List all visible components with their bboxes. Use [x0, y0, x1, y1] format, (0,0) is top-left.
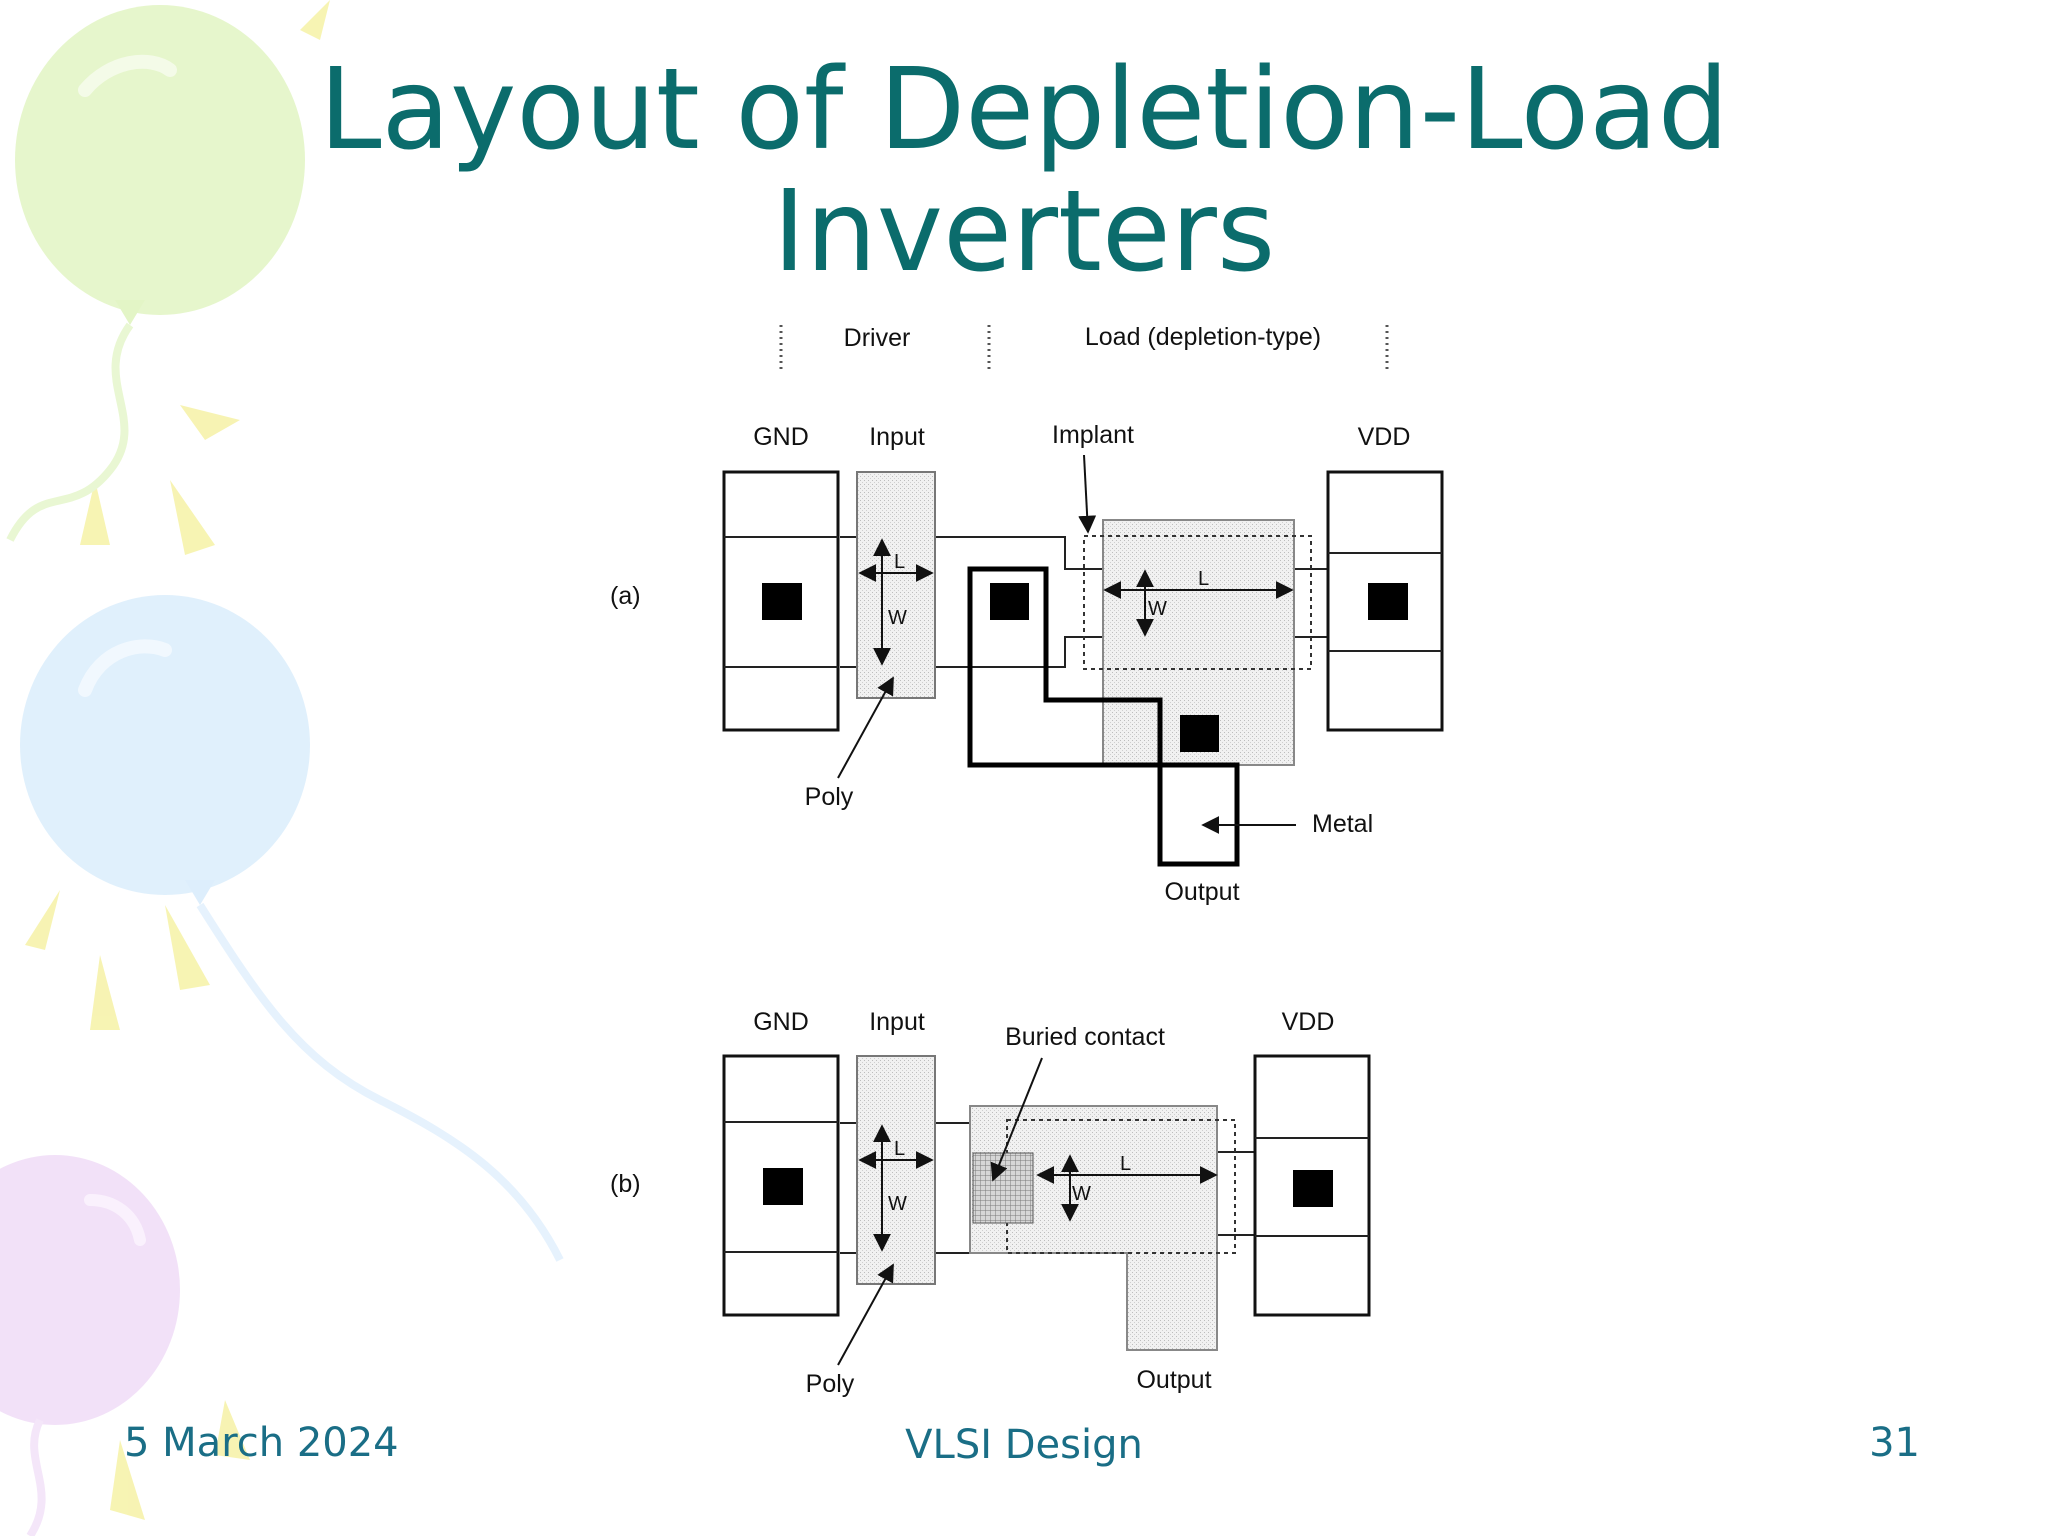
load-label: Load (depletion-type) [1085, 323, 1321, 351]
driver-label: Driver [844, 324, 911, 352]
green-balloon-decoration [6, 5, 305, 542]
panel-a-implant-label: Implant [1052, 421, 1134, 449]
panel-a-load-contact [1180, 715, 1219, 752]
panel-b-poly-label: Poly [806, 1370, 855, 1398]
panel-a-vdd-pad [1326, 470, 1444, 732]
panel-b-driver-w: W [888, 1193, 907, 1215]
panel-a-input-label: Input [869, 423, 925, 451]
panel-a-load-l: L [1198, 568, 1209, 590]
panel-b-buried-contact-arrow [990, 1057, 1043, 1182]
slide-title-line-2: Inverters [772, 167, 1276, 297]
panel-a-metal-output [967, 566, 1240, 867]
blue-balloon-decoration [20, 595, 564, 1262]
panel-a-implant-region [1083, 535, 1312, 670]
panel-a-poly-label: Poly [805, 783, 854, 811]
panel-b-driver-l: L [894, 1138, 905, 1160]
panel-a-vdd-contact [1368, 583, 1408, 620]
panel-a: (a) L W L W GND Input Im [610, 421, 1444, 906]
panel-b-implant-region [1006, 1119, 1236, 1254]
panel-b-input-poly [856, 1055, 936, 1285]
panel-b-load-l: L [1120, 1153, 1131, 1175]
panel-b-poly-arrow [837, 1263, 894, 1366]
panel-b-vdd-label: VDD [1282, 1008, 1335, 1036]
panel-a-output-label: Output [1164, 878, 1239, 906]
panel-a-tag: (a) [610, 582, 641, 610]
panel-b-buried-contact-label: Buried contact [1005, 1023, 1165, 1051]
slide-title-line-1: Layout of Depletion-Load [319, 45, 1729, 175]
panel-a-driver-w: W [888, 607, 907, 629]
panel-b-buried-contact [972, 1152, 1034, 1224]
panel-b-gnd-label: GND [753, 1008, 809, 1036]
panel-b-load-w: W [1072, 1183, 1091, 1205]
panel-a-vdd-label: VDD [1358, 423, 1411, 451]
panel-a-metal-label: Metal [1312, 810, 1373, 838]
purple-balloon-decoration [0, 1155, 180, 1536]
panel-a-output-contact [990, 583, 1029, 620]
panel-a-load-w: W [1148, 598, 1167, 620]
panel-a-poly-arrow [837, 676, 894, 779]
footer-date: 5 March 2024 [124, 1420, 399, 1466]
panel-b-vdd-contact [1293, 1170, 1333, 1207]
panel-a-implant-arrow [1078, 454, 1097, 534]
panel-b-gnd-contact [763, 1168, 803, 1205]
panel-a-gnd-contact [762, 583, 802, 620]
footer-page-number: 31 [1869, 1420, 1920, 1466]
panel-b: (b) L W L W GND Input Buried contac [610, 1008, 1371, 1398]
panel-b-output-label: Output [1136, 1366, 1211, 1394]
panel-b-tag: (b) [610, 1170, 641, 1198]
panel-a-driver-l: L [894, 551, 905, 573]
panel-a-gnd-label: GND [753, 423, 809, 451]
footer-course: VLSI Design [905, 1422, 1143, 1468]
panel-a-input-poly [856, 471, 936, 699]
sun-rays-decoration [25, 0, 330, 1520]
figure-header: Driver Load (depletion-type) [779, 323, 1389, 372]
panel-b-input-label: Input [869, 1008, 925, 1036]
